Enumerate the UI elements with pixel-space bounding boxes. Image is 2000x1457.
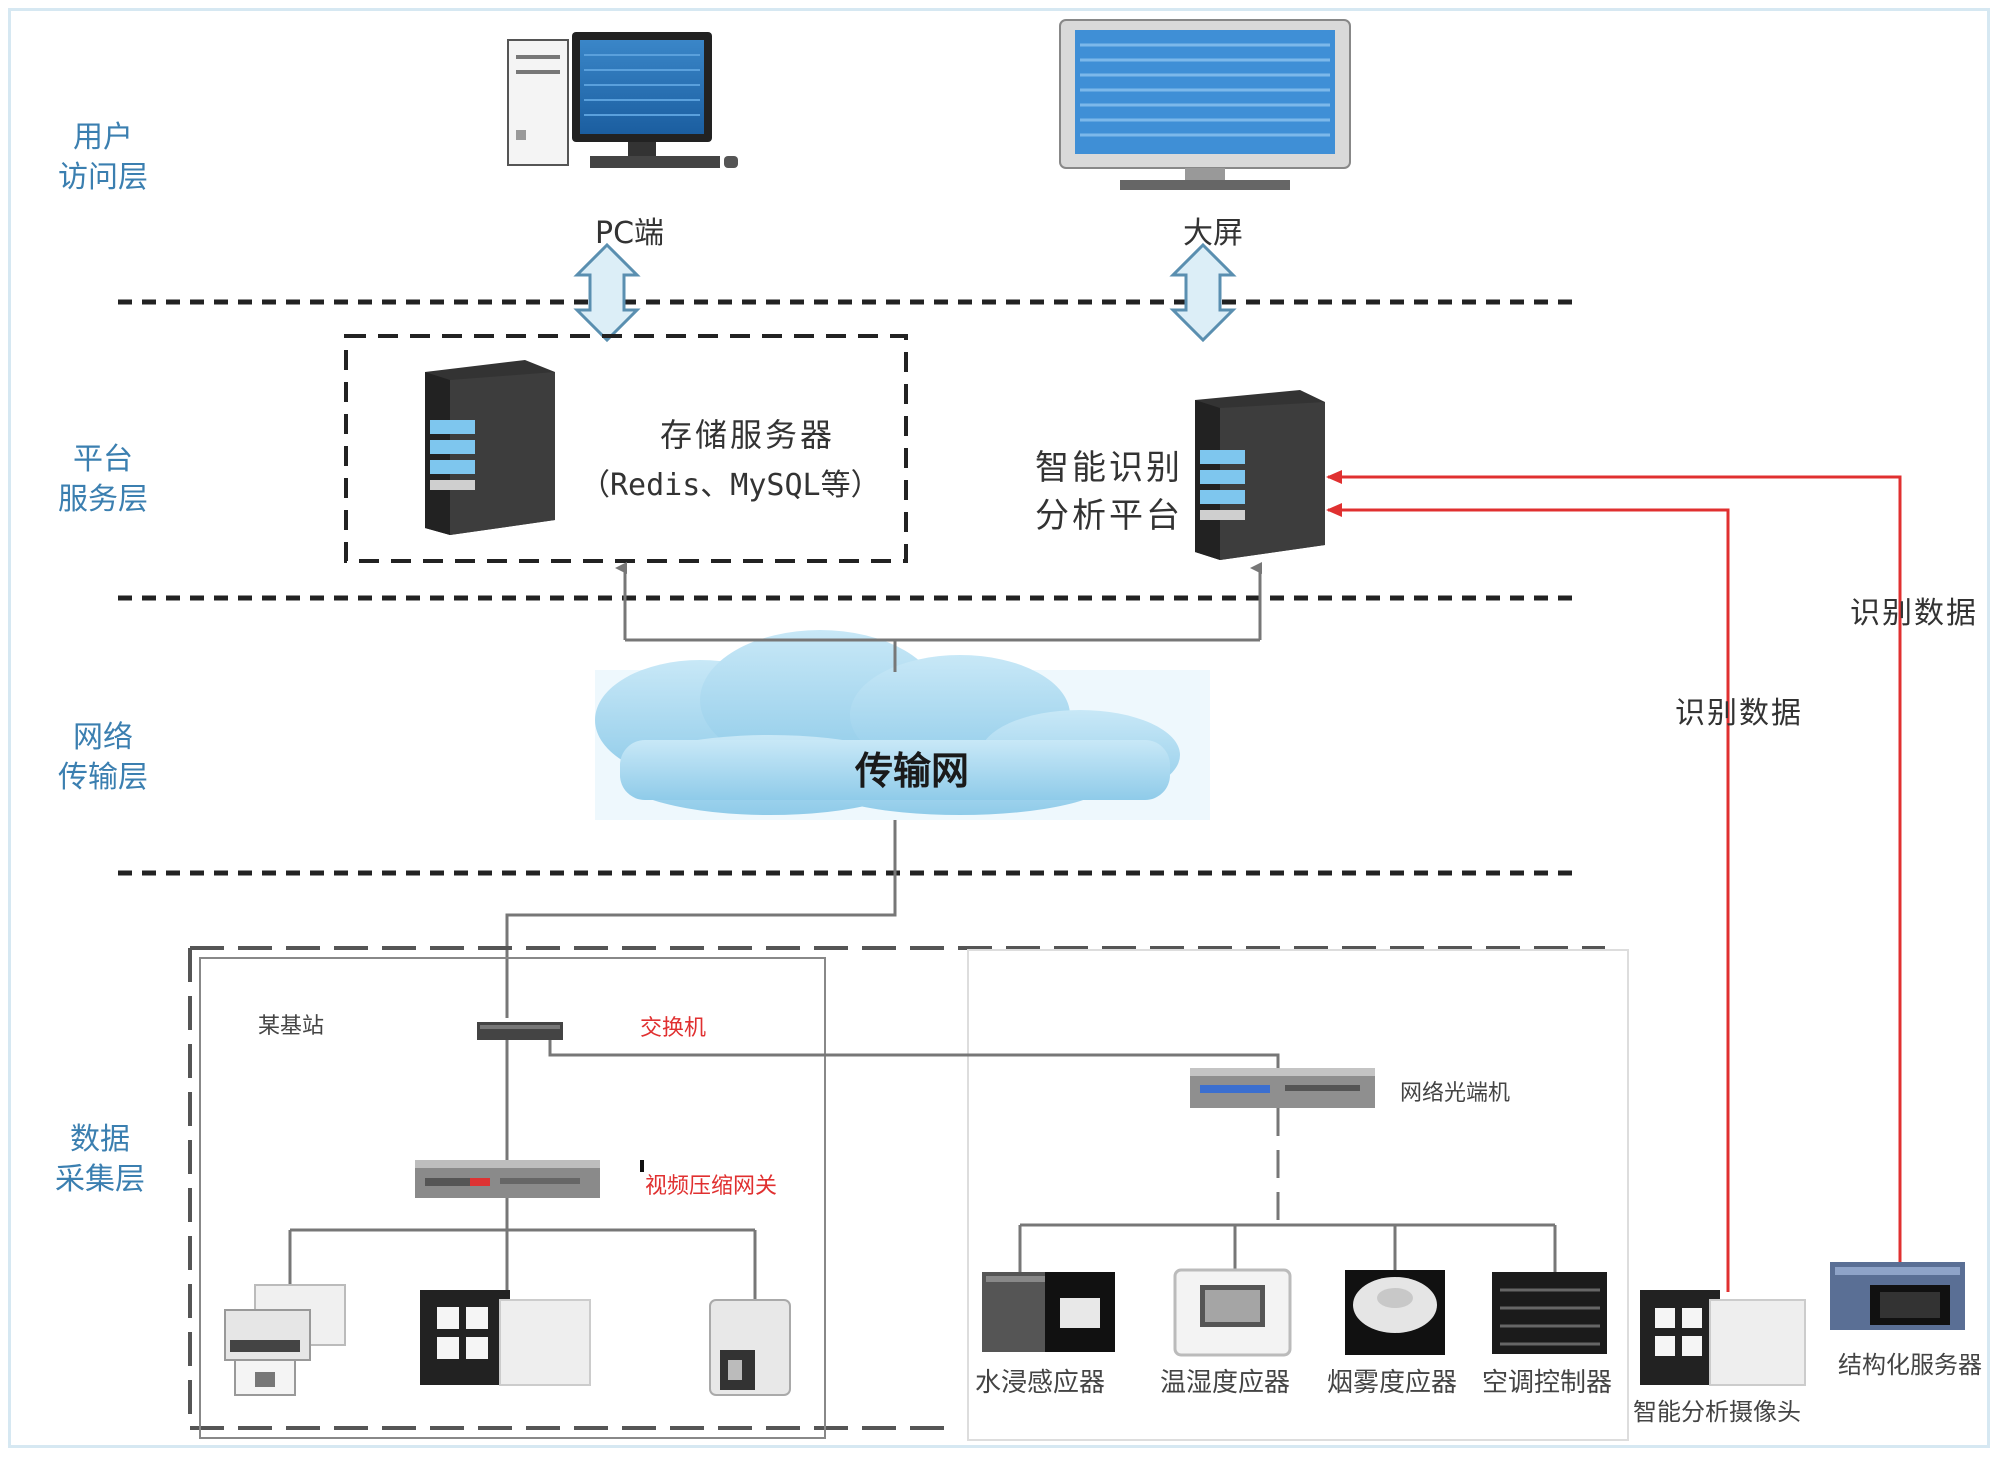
temp-humidity-sensor-label: 温湿度应器 (1160, 1368, 1291, 1398)
cloud-shape (595, 630, 1210, 820)
temp-humidity-sensor-icon (1173, 1268, 1292, 1357)
layer-label-platform-service: 平台 服务层 (38, 440, 168, 520)
layer-label-network-transport: 网络 传输层 (38, 718, 168, 798)
recognition-flow-server (1326, 470, 1902, 1262)
transceiver-to-sensors-lines (1018, 1108, 1557, 1272)
optical-transceiver-icon (1190, 1068, 1375, 1108)
big-screen-icon (1059, 19, 1351, 190)
layer-label-line-1: 网络 (73, 720, 133, 755)
structured-server-label: 结构化服务器 (1838, 1351, 1982, 1379)
layer-label-line-2: 访问层 (58, 160, 148, 195)
recognition-data-label-2: 识别数据 (1850, 596, 1978, 631)
network-to-platform-lines (615, 562, 1262, 672)
smart-platform-label-2: 分析平台 (1035, 496, 1183, 536)
video-gateway-label: 视频压缩网关 (645, 1174, 778, 1199)
storage-server-sublabel: （Redis、MySQL等） (580, 468, 881, 503)
video-gateway-icon (415, 1160, 600, 1198)
storage-server-label: 存储服务器 (660, 416, 836, 454)
smart-camera-label: 智能分析摄像头 (1633, 1398, 1801, 1426)
camera-2-icon (420, 1290, 591, 1386)
big-screen-label: 大屏 (1183, 216, 1243, 251)
structured-server-icon (1830, 1262, 1965, 1330)
camera-3-icon (709, 1299, 791, 1396)
pc-label: PC端 (595, 216, 665, 251)
layer-separators (118, 299, 1580, 876)
base-station-label: 某基站 (258, 1014, 325, 1039)
switch-label: 交换机 (640, 1016, 707, 1041)
smart-platform-label-1: 智能识别 (1035, 448, 1183, 488)
recognition-flow-camera (1326, 503, 1730, 1292)
layer-label-line-2: 采集层 (55, 1162, 145, 1197)
storage-server-icon (425, 360, 555, 535)
diagram-frame (8, 8, 1990, 1448)
ac-controller-label: 空调控制器 (1482, 1368, 1613, 1398)
storage-server-box (344, 334, 908, 563)
smart-camera-icon (1640, 1290, 1806, 1386)
collection-boxes (188, 946, 1629, 1441)
water-sensor-label: 水浸感应器 (975, 1368, 1106, 1398)
gateway-marker (640, 1160, 644, 1172)
layer-label-line-1: 数据 (70, 1122, 130, 1157)
water-sensor-icon (982, 1272, 1115, 1352)
gateway-to-cameras-lines (288, 1198, 757, 1300)
switch-icon (477, 1022, 563, 1040)
smoke-sensor-icon (1345, 1270, 1445, 1355)
recognition-data-label-1: 识别数据 (1675, 696, 1803, 731)
optical-transceiver-label: 网络光端机 (1400, 1081, 1511, 1106)
layer-label-user-access: 用户 访问层 (38, 118, 168, 198)
layer-label-data-collection: 数据 采集层 (35, 1120, 165, 1200)
pc-icon (507, 32, 738, 168)
smart-platform-icon (1195, 390, 1325, 560)
bidirectional-arrows (573, 242, 1237, 343)
layer-label-line-1: 平台 (73, 442, 133, 477)
ac-controller-icon (1492, 1272, 1607, 1354)
layer-label-line-2: 传输层 (58, 760, 148, 795)
camera-1-icon (224, 1284, 346, 1396)
smoke-sensor-label: 烟雾度应器 (1327, 1368, 1458, 1398)
layer-label-line-1: 用户 (73, 120, 133, 155)
switch-to-transceiver-line (548, 1040, 1280, 1068)
transport-network-label: 传输网 (855, 749, 970, 793)
network-to-switch-line (505, 820, 897, 1018)
layer-label-line-2: 服务层 (58, 482, 148, 517)
